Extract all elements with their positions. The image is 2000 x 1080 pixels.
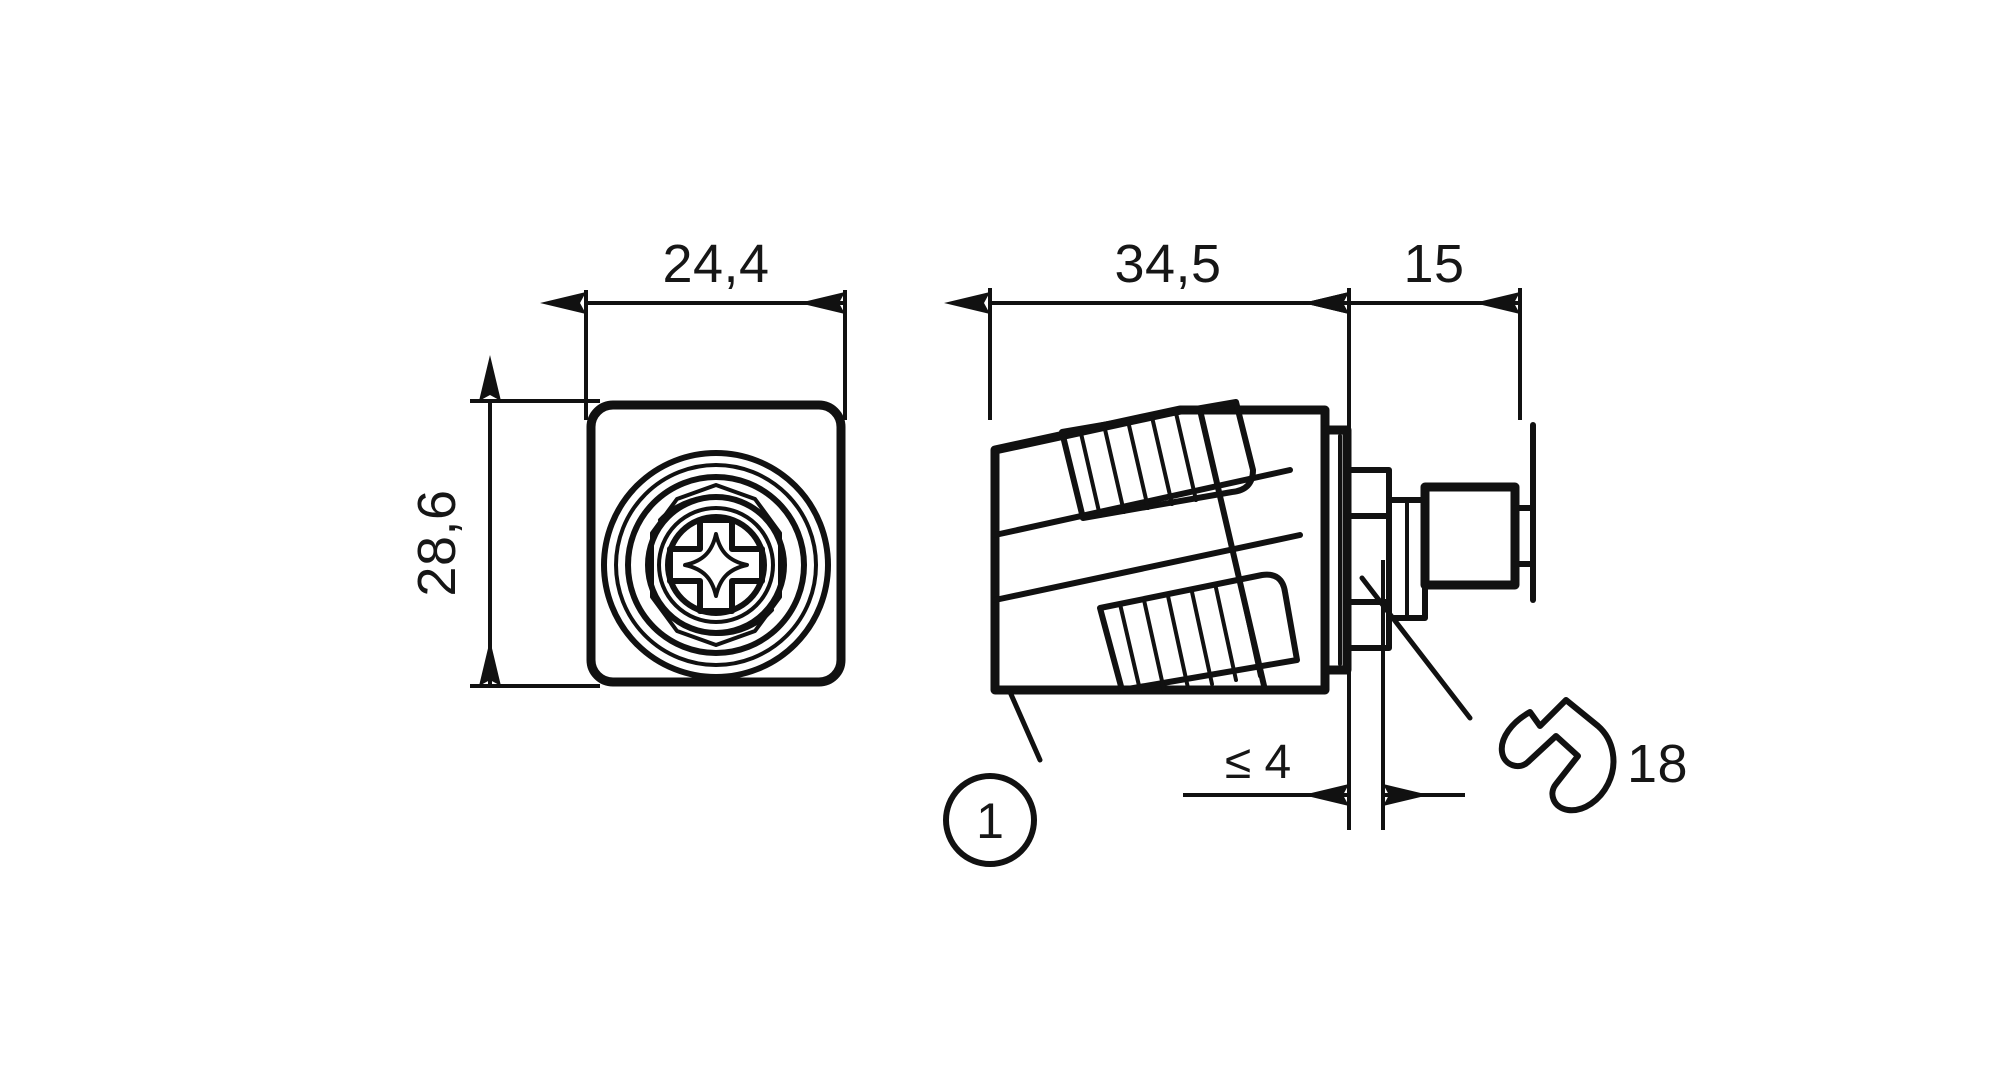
front-square-body xyxy=(586,400,846,687)
leader-balloon-1 xyxy=(1007,689,1043,763)
front-ring-2 xyxy=(614,463,818,667)
label-front-width: 24,4 xyxy=(662,234,769,294)
front-ring-3 xyxy=(625,474,807,656)
balloon-circle xyxy=(943,773,1037,867)
label-balloon-1: 1 xyxy=(976,793,1004,849)
side-thread-barrel xyxy=(1386,422,1536,621)
side-knurl-band-upper xyxy=(1059,399,1256,521)
leader-wrench xyxy=(1359,575,1473,721)
label-body-length: 34,5 xyxy=(1114,234,1221,294)
side-knurl-band-lower xyxy=(1097,571,1300,693)
front-arc-hint-1 xyxy=(658,495,714,522)
label-thread-length: 15 xyxy=(1403,234,1464,294)
label-wrench-size: 18 xyxy=(1627,734,1688,794)
label-front-height: 28,6 xyxy=(407,489,467,596)
front-ring-5 xyxy=(657,506,775,624)
side-body-slant-2 xyxy=(992,532,1303,603)
side-body-slant-1 xyxy=(992,467,1293,538)
front-arc-hint-2 xyxy=(716,608,774,637)
side-flange-plate xyxy=(1320,425,1352,675)
front-ring-6 xyxy=(665,514,767,616)
front-ring-outer xyxy=(601,450,831,680)
label-panel-thickness: ≤ 4 xyxy=(1225,736,1291,789)
front-ring-4 xyxy=(645,494,787,636)
phillips-screw-icon xyxy=(667,517,765,614)
balloon-callout-1[interactable] xyxy=(943,689,1043,867)
side-view-group xyxy=(943,288,1617,867)
wrench-icon xyxy=(1498,697,1617,814)
front-view-group xyxy=(470,290,847,688)
